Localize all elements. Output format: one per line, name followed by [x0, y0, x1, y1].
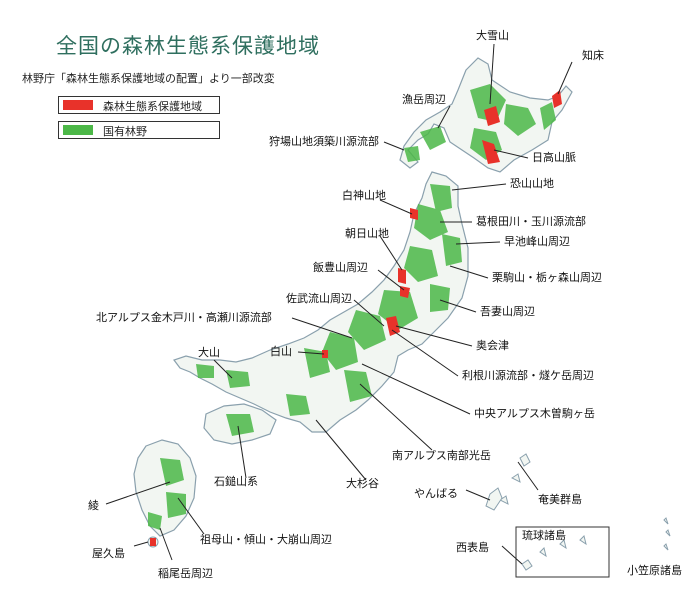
label-amami: 奄美群島: [538, 493, 582, 506]
label-sadoyama: 佐武流山周辺: [286, 292, 352, 305]
landmass-kyushu: [133, 439, 197, 537]
label-iide: 飯豊山周辺: [313, 261, 368, 274]
leader-lines: [105, 43, 573, 565]
protected-shiretoko: [552, 90, 562, 108]
legend-item-protected: 森林生態系保護地域: [58, 96, 220, 114]
label-hayachine: 早池峰山周辺: [504, 235, 570, 248]
label-ogasawara: 小笠原諸島: [627, 564, 682, 577]
protected-yakushima: [150, 538, 156, 546]
legend-label-national-forest: 国有林野: [103, 125, 147, 138]
label-hidaka: 日高山脈: [532, 151, 576, 164]
protected-asahi: [398, 268, 406, 284]
label-shirakami: 白神山地: [342, 189, 386, 202]
label-kurikoma: 栗駒山・栃ヶ森山周辺: [492, 271, 602, 284]
islands-amami: [499, 453, 531, 505]
protected-shirakami: [410, 208, 418, 220]
label-okuaizu: 奥会津: [476, 339, 509, 352]
label-ryukyu: 琉球諸島: [522, 529, 566, 542]
national-forest-layer: [148, 84, 556, 530]
label-ishizuchi: 石鎚山系: [214, 475, 258, 488]
label-azuma: 吾妻山周辺: [480, 305, 535, 318]
label-daisen: 大山: [198, 346, 220, 359]
label-minamialps: 南アルプス南部光岳: [392, 449, 491, 462]
legend-swatch-protected: [63, 100, 93, 110]
label-yambaru: やんばる: [414, 487, 458, 500]
label-asahi: 朝日山地: [345, 227, 389, 240]
label-odaigahara: 大杉谷: [346, 477, 379, 490]
label-kitaalps: 北アルプス金木戸川・高瀬川源流部: [96, 311, 272, 324]
label-rishiri: 漁岳周辺: [402, 93, 446, 106]
label-taisetsuzan: 大雪山: [476, 29, 509, 42]
protected-okuaizu: [386, 316, 400, 336]
legend-swatch-national-forest: [63, 125, 93, 135]
map-title: 全国の森林生態系保護地域: [56, 34, 320, 58]
islands-ogasawara: [663, 517, 671, 551]
legend-label-protected: 森林生態系保護地域: [103, 100, 202, 113]
protected-hidaka: [482, 140, 500, 164]
label-yakushima: 屋久島: [92, 547, 125, 560]
map-subtitle: 林野庁「森林生態系保護地域の配置」より一部改変: [22, 72, 275, 85]
protected-hakusan: [322, 350, 328, 358]
protected-area-layer: [150, 90, 562, 546]
label-chuoalps: 中央アルプス木曽駒ヶ岳: [474, 407, 595, 420]
landmass-honshu: [173, 171, 469, 433]
label-iriomote: 西表島: [456, 541, 489, 554]
ryukyu-inset-box: [515, 526, 610, 578]
label-aya: 綾: [88, 499, 99, 512]
label-kirishima: 稲尾岳周辺: [158, 567, 213, 580]
label-karibayama: 狩場山地須築川源流部: [269, 135, 379, 148]
label-sobo: 祖母山・傾山・大崩山周辺: [200, 533, 332, 546]
label-shiretoko: 知床: [582, 49, 604, 62]
label-hakusan: 白山: [270, 345, 292, 358]
label-osoreyama: 恐山山地: [510, 177, 554, 190]
legend-item-national-forest: 国有林野: [58, 121, 220, 139]
protected-taisetsuzan: [484, 106, 500, 126]
islands-ryukyu-inset: [521, 535, 587, 571]
label-tone: 利根川源流部・燧ケ岳周辺: [462, 369, 594, 382]
label-kuzune: 葛根田川・玉川源流部: [476, 215, 586, 228]
island-okinawa: [485, 487, 503, 511]
